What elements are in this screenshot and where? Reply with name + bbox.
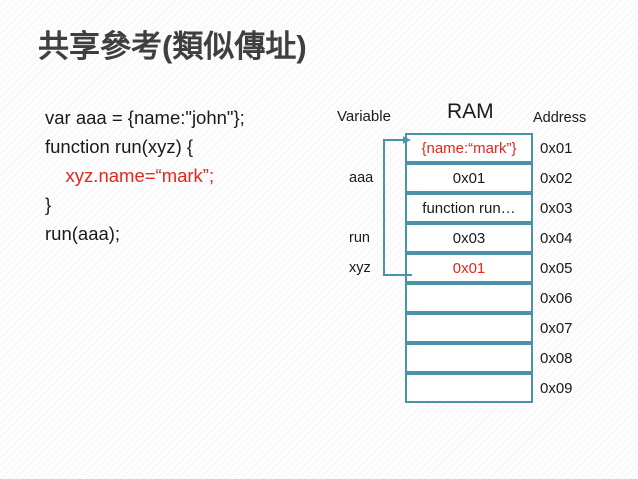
code-line: run(aaa); <box>45 223 121 244</box>
ram-cell <box>405 283 533 313</box>
address-label: 0x06 <box>540 290 573 307</box>
address-label: 0x01 <box>540 140 573 157</box>
column-header-variable: Variable <box>337 108 391 125</box>
address-label: 0x09 <box>540 380 573 397</box>
ram-cell <box>405 313 533 343</box>
address-label: 0x05 <box>540 260 573 277</box>
address-label: 0x08 <box>540 350 573 367</box>
code-block: var aaa = {name:"john"}; function run(xyz… <box>45 103 335 248</box>
address-label: 0x03 <box>540 200 573 217</box>
code-line: } <box>45 194 52 215</box>
code-line: var aaa = {name:"john"}; <box>45 107 245 128</box>
code-line: function run(xyz) { <box>45 136 194 157</box>
column-header-ram: RAM <box>447 100 494 123</box>
address-label: 0x07 <box>540 320 573 337</box>
code-line: xyz.name=“mark”; <box>45 165 215 186</box>
address-label: 0x04 <box>540 230 573 247</box>
ram-cell: 0x03 <box>405 223 533 253</box>
variable-label: aaa <box>349 170 374 186</box>
ram-cell: 0x01 <box>405 253 533 283</box>
variable-label: run <box>349 230 370 246</box>
page-title: 共享參考(類似傳址) <box>38 29 307 64</box>
ram-cell: 0x01 <box>405 163 533 193</box>
column-header-address: Address <box>533 110 587 126</box>
ram-cell: {name:“mark”} <box>405 133 533 163</box>
ram-cell: function run… <box>405 193 533 223</box>
ram-cell <box>405 343 533 373</box>
address-label: 0x02 <box>540 170 573 187</box>
variable-label: xyz <box>349 260 371 276</box>
ram-cell <box>405 373 533 403</box>
